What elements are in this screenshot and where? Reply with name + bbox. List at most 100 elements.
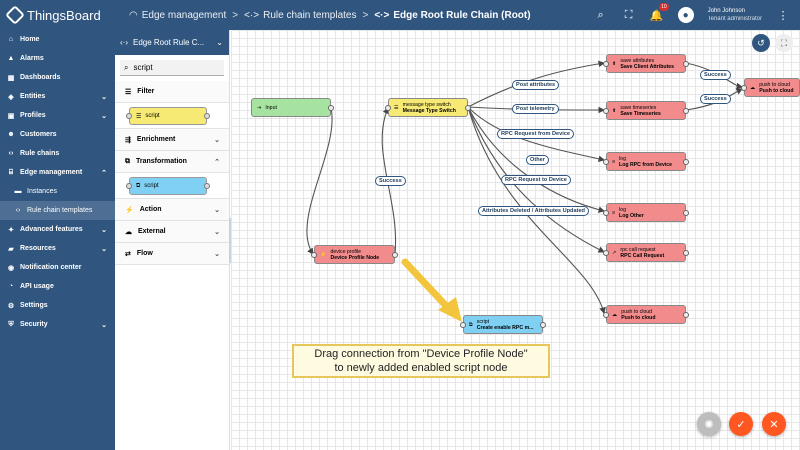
node-input[interactable]: ⇥ Input: [251, 98, 334, 117]
history-button[interactable]: ↺: [752, 34, 770, 52]
category-flow[interactable]: ⇄Flow⌄: [115, 243, 229, 265]
library-node-transform-script[interactable]: ⧉ script: [126, 177, 210, 195]
node-type: save attributes: [620, 57, 655, 64]
output-port[interactable]: [683, 250, 689, 256]
sidebar-item-notification-center[interactable]: ◉Notification center: [0, 258, 115, 277]
category-label: External: [138, 228, 166, 235]
input-port[interactable]: [603, 250, 609, 256]
sidebar-item-rule-chain-templates[interactable]: ‹›Rule chain templates: [0, 201, 115, 220]
sidebar-item-security[interactable]: ⛨Security⌄: [0, 315, 115, 334]
sidebar-item-edge-management[interactable]: ⌸Edge management⌃: [0, 163, 115, 182]
output-port[interactable]: [540, 322, 546, 328]
sidebar-item-rule-chains[interactable]: ‹›Rule chains: [0, 144, 115, 163]
sidebar-item-entities[interactable]: ◈Entities⌄: [0, 87, 115, 106]
sidebar-item-advanced-features[interactable]: ✦Advanced features⌄: [0, 220, 115, 239]
link-label-post-attributes[interactable]: Post attributes: [512, 80, 560, 90]
breadcrumb-rule-chain-templates[interactable]: <·> Rule chain templates: [244, 10, 356, 21]
category-transformation[interactable]: ⧉Transformation⌃: [115, 151, 229, 173]
category-filter[interactable]: ☰Filter: [115, 81, 229, 103]
notifications-icon[interactable]: 🔔 10: [649, 3, 669, 22]
sidebar-item-alarms[interactable]: ▲Alarms: [0, 49, 115, 68]
search-icon[interactable]: ⌕: [597, 8, 604, 21]
node-name: Create enable RPC m...: [476, 324, 534, 331]
fullscreen-icon[interactable]: ⛶: [624, 8, 633, 21]
link-label-attr-deleted[interactable]: Attributes Deleted / Attributes Updated: [478, 206, 589, 216]
history-icon: ↺: [757, 37, 765, 48]
sidebar-item-dashboards[interactable]: ▦Dashboards: [0, 68, 115, 87]
sidebar-item-api-usage[interactable]: ◔API usage: [0, 277, 115, 296]
input-port[interactable]: [603, 108, 609, 114]
link-label-success-timeseries[interactable]: Success: [700, 94, 731, 104]
sidebar-item-home[interactable]: ⌂Home: [0, 30, 115, 49]
output-port[interactable]: [683, 159, 689, 165]
sidebar-item-label: Security: [20, 321, 48, 328]
node-name: Message Type Switch: [402, 107, 456, 114]
input-port[interactable]: [603, 61, 609, 67]
input-port[interactable]: [311, 252, 317, 258]
user-info[interactable]: John Johnson Tenant administrator: [708, 7, 762, 23]
node-name: Push to cloud: [759, 87, 794, 94]
output-port[interactable]: [683, 210, 689, 216]
link-label-rpc-from-device[interactable]: RPC Request from Device: [497, 129, 575, 139]
logo[interactable]: ThingsBoard: [0, 5, 115, 25]
chevron-down-icon: ⌄: [214, 206, 220, 214]
sidebar-item-settings[interactable]: ⚙Settings: [0, 296, 115, 315]
library-node-label: script: [145, 113, 160, 119]
rule-chain-select[interactable]: ‹·› Edge Root Rule C... ⌄: [115, 30, 229, 55]
library-node-filter-script[interactable]: ☰ script: [126, 107, 210, 125]
link-label-success-profile[interactable]: Success: [375, 176, 406, 186]
category-enrichment[interactable]: ⇶Enrichment⌄: [115, 129, 229, 151]
sidebar-item-resources[interactable]: ▰Resources⌄: [0, 239, 115, 258]
chevron-down-icon: ⌄: [101, 245, 107, 253]
output-port: [204, 113, 210, 119]
rule-chain-canvas[interactable]: [231, 30, 800, 450]
debug-button[interactable]: ✺: [697, 412, 721, 436]
alarm-icon: ▲: [7, 55, 15, 62]
output-port[interactable]: [683, 312, 689, 318]
sidebar-item-customers[interactable]: ☻Customers: [0, 125, 115, 144]
input-port[interactable]: [603, 159, 609, 165]
sidebar-item-instances[interactable]: ▬Instances: [0, 182, 115, 201]
sidebar-item-profiles[interactable]: ▣Profiles⌄: [0, 106, 115, 125]
category-external[interactable]: ☁External⌄: [115, 221, 229, 243]
input-port[interactable]: [385, 105, 391, 111]
fullscreen-button[interactable]: ⛶: [775, 34, 793, 52]
input-port[interactable]: [460, 322, 466, 328]
input-port[interactable]: [741, 85, 747, 91]
output-port[interactable]: [683, 61, 689, 67]
link-label-success-attributes[interactable]: Success: [700, 70, 731, 80]
filter-icon: ☰: [125, 88, 132, 96]
link-label-post-telemetry[interactable]: Post telemetry: [512, 104, 559, 114]
more-icon[interactable]: ⋮: [777, 9, 789, 22]
category-label: Flow: [136, 250, 153, 257]
breadcrumb-edge-management[interactable]: ◠ Edge management: [129, 10, 226, 21]
link-label-other[interactable]: Other: [526, 155, 549, 165]
input-port[interactable]: [603, 312, 609, 318]
output-port[interactable]: [392, 252, 398, 258]
avatar[interactable]: ●: [677, 7, 694, 23]
discard-changes-button[interactable]: ✕: [762, 412, 786, 436]
category-action[interactable]: ⚡Action⌄: [115, 199, 229, 221]
link-label-rpc-to-device[interactable]: RPC Request to Device: [501, 175, 571, 185]
node-type: rpc call request: [620, 246, 656, 253]
output-port[interactable]: [683, 108, 689, 114]
node-type: Input: [265, 104, 277, 111]
instances-icon: ▬: [14, 188, 22, 195]
breadcrumb-separator: >: [232, 9, 239, 21]
output-port[interactable]: [328, 105, 334, 111]
output-port[interactable]: [465, 105, 471, 111]
chevron-down-icon: ⌄: [101, 112, 107, 120]
node-search-input[interactable]: [133, 63, 244, 72]
apply-changes-button[interactable]: ✓: [729, 412, 753, 436]
input-port[interactable]: [603, 210, 609, 216]
